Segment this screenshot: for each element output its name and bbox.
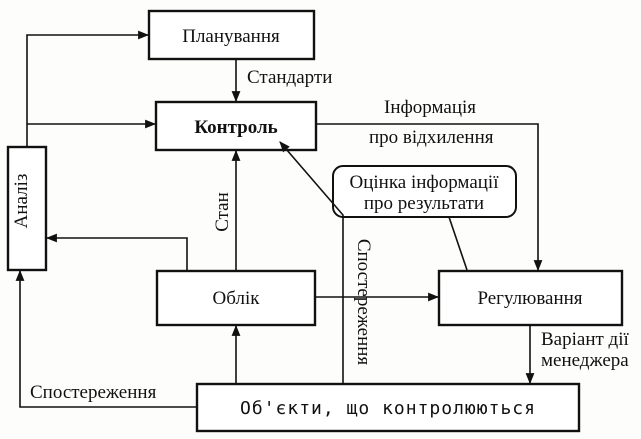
control-label: Контроль [194, 117, 277, 138]
standards-label: Стандарти [247, 67, 332, 88]
evaluation-block: Оцінка інформації про результати [332, 165, 517, 218]
line-evaluation-to-regulation [448, 216, 468, 271]
evaluation-label-line2: про результати [364, 193, 484, 214]
manager-option-label-line1: Варіант дії [541, 329, 629, 350]
regulation-block: Регулювання [437, 269, 624, 327]
arrow-objects-to-control [279, 141, 344, 384]
objects-block: Об'єкти, що контролюються [195, 382, 581, 433]
arrow-accounting-to-analysis [45, 233, 188, 271]
arrow-analysis-to-planning [26, 30, 150, 147]
accounting-label: Облік [213, 288, 261, 309]
observation-vertical-label: Спостереження [353, 239, 374, 366]
control-block: Контроль [154, 100, 318, 152]
arrow-objects-to-analysis [15, 269, 196, 408]
manager-option-label-line2: менеджера [541, 350, 629, 371]
objects-label: Об'єкти, що контролюються [240, 398, 536, 419]
analysis-label: Аналіз [11, 174, 32, 229]
planning-label: Планування [182, 26, 280, 47]
deviation-info-label-line1: Інформація [384, 97, 476, 118]
arrow-control-to-regulation [316, 123, 543, 272]
planning-block: Планування [147, 9, 316, 61]
state-label: Стан [212, 192, 233, 232]
analysis-block: Аналіз [6, 145, 48, 272]
regulation-label: Регулювання [477, 288, 582, 309]
observation-bottom-label: Спостереження [30, 382, 157, 403]
deviation-info-label-line2: про відхилення [369, 127, 494, 148]
evaluation-label-line1: Оцінка інформації [350, 172, 500, 193]
accounting-block: Облік [155, 269, 317, 327]
